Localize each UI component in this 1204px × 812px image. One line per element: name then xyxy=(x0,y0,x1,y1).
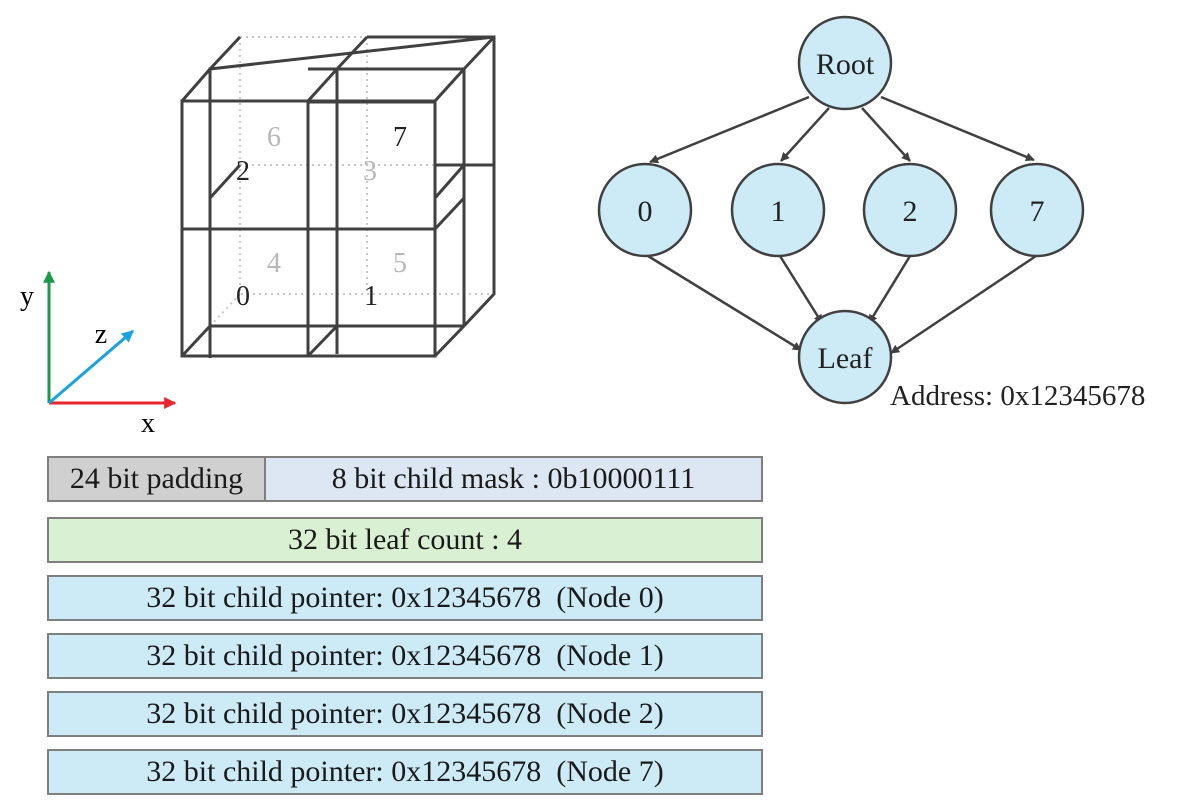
cell-label-0: 0 xyxy=(236,281,250,312)
child-node-0: 0 xyxy=(597,162,693,258)
leaf-node-label: Leaf xyxy=(818,342,873,375)
child-pointer-node-1: 32 bit child pointer: 0x12345678 (Node 1… xyxy=(47,633,763,679)
octree-cube: 6 7 3 4 5 2 0 1 xyxy=(180,35,496,358)
child-node-2-label: 2 xyxy=(903,195,918,228)
leaf-node: Leaf xyxy=(797,309,893,405)
child-mask-field: 8 bit child mask : 0b10000111 xyxy=(264,456,763,502)
edge-0-leaf xyxy=(647,254,802,352)
cell-label-1: 1 xyxy=(364,281,378,312)
cell-label-3: 3 xyxy=(363,156,377,187)
root-node: Root xyxy=(797,15,893,111)
front-layer xyxy=(180,67,466,358)
middle-layer xyxy=(208,35,496,358)
child-pointer-node-7: 32 bit child pointer: 0x12345678 (Node 7… xyxy=(47,749,763,795)
edge-7-leaf xyxy=(890,254,1037,355)
child-node-1: 1 xyxy=(730,162,826,258)
leaf-count-field: 32 bit leaf count : 4 xyxy=(47,517,763,563)
octree-diagram: x y z xyxy=(20,15,1145,439)
tree-edges xyxy=(647,95,1037,355)
root-node-label: Root xyxy=(816,48,875,81)
child-node-2: 2 xyxy=(862,162,958,258)
child-pointer-node-0: 32 bit child pointer: 0x12345678 (Node 0… xyxy=(47,575,763,621)
child-node-7-label: 7 xyxy=(1030,195,1045,228)
cell-label-5: 5 xyxy=(393,248,407,279)
cell-label-6: 6 xyxy=(267,122,281,153)
cell-label-7: 7 xyxy=(393,122,407,153)
child-node-1-label: 1 xyxy=(771,195,786,228)
cube-labels-back: 6 7 3 4 5 xyxy=(267,122,407,279)
edge-root-2 xyxy=(861,107,911,162)
edge-root-0 xyxy=(649,95,810,164)
child-node-0-label: 0 xyxy=(638,195,653,228)
tree-nodes: Root 0 1 2 7 Leaf Address: 0x12345678 xyxy=(597,15,1145,412)
leaf-address: Address: 0x12345678 xyxy=(890,380,1145,412)
edge-root-1 xyxy=(780,107,830,162)
cell-label-2: 2 xyxy=(236,156,250,187)
edge-root-7 xyxy=(880,95,1035,162)
cube-labels-front: 2 0 1 xyxy=(236,156,378,312)
child-pointer-node-2: 32 bit child pointer: 0x12345678 (Node 2… xyxy=(47,691,763,737)
z-axis-label: z xyxy=(95,319,107,350)
x-axis-label: x xyxy=(141,408,155,439)
cell-label-4: 4 xyxy=(267,248,281,279)
z-axis xyxy=(48,329,134,405)
axes-gizmo: x y z xyxy=(20,270,177,439)
padding-field: 24 bit padding xyxy=(47,456,266,502)
edge-2-leaf xyxy=(867,255,912,324)
y-axis-label: y xyxy=(20,281,34,312)
child-node-7: 7 xyxy=(989,162,1085,258)
edge-1-leaf xyxy=(778,255,824,324)
